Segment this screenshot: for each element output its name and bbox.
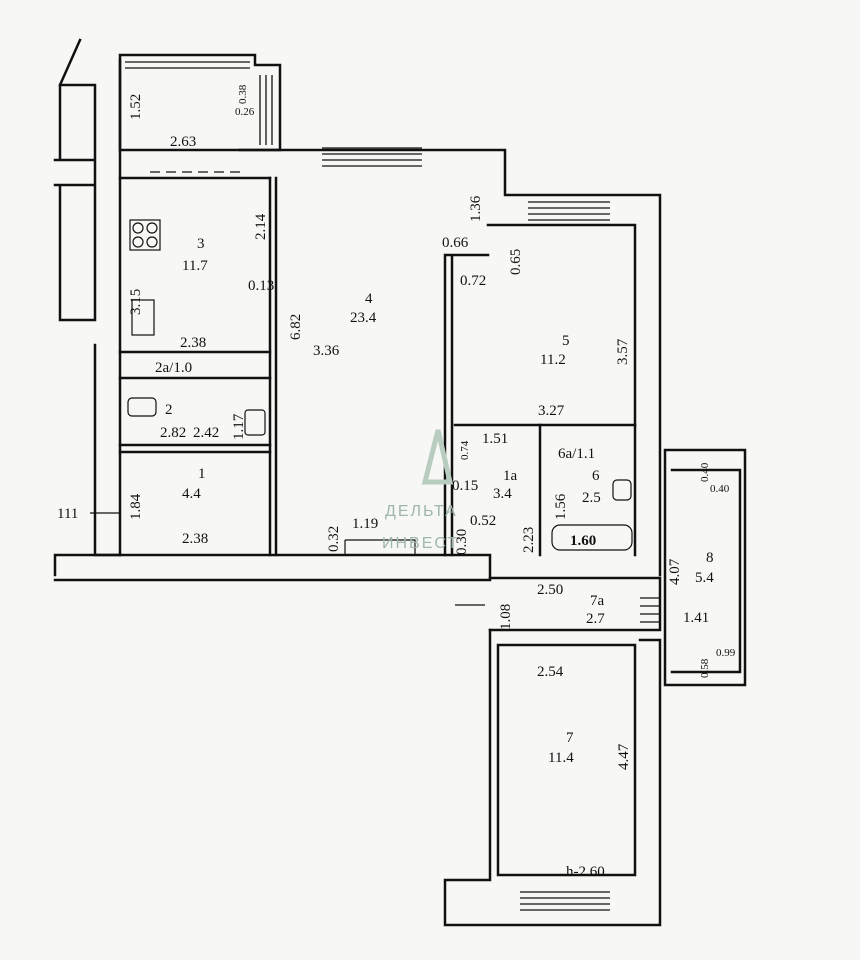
- room-5-number: 5: [562, 333, 570, 349]
- dimension-label: 0.32: [326, 526, 342, 552]
- room-2a-number: 2a/1.0: [155, 360, 192, 376]
- room-3-area: 11.7: [182, 258, 208, 274]
- dimension-label: 4.07: [667, 558, 683, 585]
- dimension-label: 3.57: [615, 338, 631, 365]
- dimension-label: 1.41: [683, 610, 709, 626]
- room-8-number: 8: [706, 550, 714, 566]
- dimension-label: 3.36: [313, 343, 340, 359]
- dimension-label: 3.15: [128, 289, 144, 315]
- room-labels: 3 11.7 4 23.4 5 11.2 2a/1.0 2 1 4.4 1a 3…: [155, 236, 714, 766]
- dimension-label: 6.82: [288, 314, 304, 340]
- dimension-label: 0.40: [710, 483, 730, 495]
- room-1a-area: 3.4: [493, 486, 512, 502]
- room-6a-number: 6a/1.1: [558, 446, 595, 462]
- dimension-label: 1.19: [352, 516, 378, 532]
- dimension-label: 2.50: [537, 582, 563, 598]
- dimension-label: 0.74: [459, 440, 471, 460]
- dimension-label: 3.27: [538, 403, 565, 419]
- dimension-label: 1.17: [231, 413, 247, 440]
- watermark-line-1: ДЕЛЬТА: [385, 503, 458, 520]
- dimension-label: 1.84: [128, 493, 144, 520]
- dimension-label: 2.38: [182, 531, 208, 547]
- walls: [53, 38, 747, 927]
- dimension-labels: 1.52 0.38 0.26 2.63 1.36 0.66 0.65 0.72 …: [57, 84, 736, 880]
- room-5-area: 11.2: [540, 352, 566, 368]
- dimension-label: 2.38: [180, 335, 206, 351]
- windows: [125, 61, 610, 911]
- dimension-label: 1.60: [570, 533, 596, 549]
- dimension-label: 1.52: [128, 94, 144, 120]
- dimension-label: 0.66: [442, 235, 469, 251]
- room-6-number: 6: [592, 468, 600, 484]
- dimension-label: 4.47: [616, 743, 632, 770]
- room-8-area: 5.4: [695, 570, 714, 586]
- dimension-label: 2.63: [170, 134, 196, 150]
- dimension-label: 0.52: [470, 513, 496, 529]
- room-6-area: 2.5: [582, 490, 601, 506]
- dimension-label: 2.23: [521, 527, 537, 553]
- watermark: ДЕЛЬТА ИНВЕСТ: [382, 429, 459, 552]
- room-4-area: 23.4: [350, 310, 377, 326]
- dimension-label: 0.72: [460, 273, 486, 289]
- dimension-label: 0.30: [454, 529, 470, 555]
- room-1-number: 1: [198, 466, 206, 482]
- dimension-label: 2.82: [160, 425, 186, 441]
- dimension-label: 0.38: [237, 84, 249, 104]
- dimension-label: 1.51: [482, 431, 508, 447]
- watermark-logo-icon: [421, 429, 454, 485]
- room-3-number: 3: [197, 236, 205, 252]
- dimension-label: 2.42: [193, 425, 219, 441]
- dimension-label: 2.54: [537, 664, 564, 680]
- dimension-label: 0.13: [248, 278, 274, 294]
- room-1a-number: 1a: [503, 468, 518, 484]
- dimension-label: 2.14: [253, 213, 269, 240]
- dimension-label: 1.36: [468, 195, 484, 222]
- room-7a-area: 2.7: [586, 611, 605, 627]
- room-7a-number: 7a: [590, 593, 605, 609]
- dimension-label: 1.08: [498, 604, 514, 630]
- room-4-number: 4: [365, 291, 373, 307]
- dimension-label: 0.65: [508, 249, 524, 275]
- watermark-line-2: ИНВЕСТ: [382, 535, 459, 552]
- room-7-number: 7: [566, 730, 574, 746]
- room-7-area: 11.4: [548, 750, 574, 766]
- dimension-label: 0.26: [235, 106, 255, 118]
- dimension-label: 0.40: [699, 462, 711, 482]
- room-2-number: 2: [165, 402, 173, 418]
- fixtures: [90, 171, 660, 623]
- dimension-label: 111: [57, 506, 78, 522]
- dimension-label: 1.56: [553, 493, 569, 520]
- dimension-label: 0.99: [716, 647, 736, 659]
- room-1-area: 4.4: [182, 486, 201, 502]
- dimension-label: h-2.60: [566, 864, 605, 880]
- dimension-label: 0.58: [699, 658, 711, 678]
- dimension-label: 0.15: [452, 478, 478, 494]
